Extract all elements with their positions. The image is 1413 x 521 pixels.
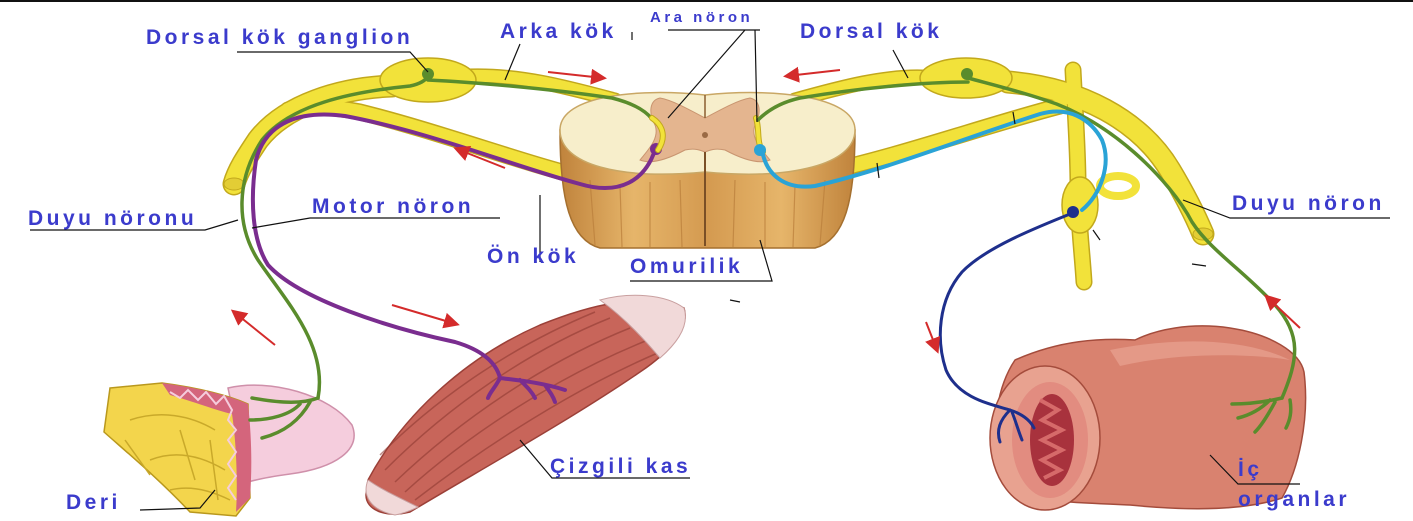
- label-internal-organs-line2: organlar: [1238, 488, 1350, 512]
- label-ventral-root: Ön kök: [487, 245, 579, 269]
- central-canal: [702, 132, 708, 138]
- spinal-cord: [560, 93, 855, 248]
- label-dorsal-root-ganglion: Dorsal kök ganglion: [146, 26, 413, 50]
- label-skeletal-muscle: Çizgili kas: [550, 455, 691, 479]
- arrow-dorsal-root-right: [787, 70, 840, 76]
- label-sensory-neuron-left: Duyu nöronu: [28, 207, 197, 231]
- label-dorsal-root-left: Arka kök: [500, 20, 617, 44]
- skin: [104, 383, 354, 516]
- label-sensory-neuron-right: Duyu nöron: [1232, 192, 1385, 216]
- internal-organ-intestine: [990, 326, 1306, 510]
- rami-communicantes: [1100, 176, 1136, 196]
- arrow-motor: [392, 305, 456, 324]
- right-ventral-root: [825, 106, 1060, 172]
- label-skin: Deri: [66, 491, 121, 515]
- postganglionic-cell-body: [1067, 206, 1079, 218]
- sympathetic-ganglion: [1062, 177, 1098, 233]
- label-dorsal-root-right: Dorsal kök: [800, 20, 942, 44]
- leader-motor-neuron: [252, 218, 500, 228]
- left-sensory-cell-body: [422, 68, 434, 80]
- skeletal-muscle: [366, 295, 685, 515]
- label-internal-organs-line1: İç: [1238, 458, 1263, 482]
- arrow-sensory-left: [234, 312, 275, 345]
- right-sensory-cell-body: [961, 68, 973, 80]
- left-ventral-root: [288, 107, 585, 178]
- preganglionic-cell-body: [754, 144, 766, 156]
- arrow-sensory-right: [1267, 297, 1300, 328]
- left-spinal-nerve-cut-end: [224, 178, 244, 190]
- label-spinal-cord: Omurilik: [630, 255, 743, 279]
- arrow-postganglionic: [926, 322, 937, 350]
- label-interneuron: Ara nöron: [650, 9, 753, 27]
- arrow-dorsal-root-left: [548, 72, 603, 78]
- label-motor-neuron: Motor nöron: [312, 195, 474, 219]
